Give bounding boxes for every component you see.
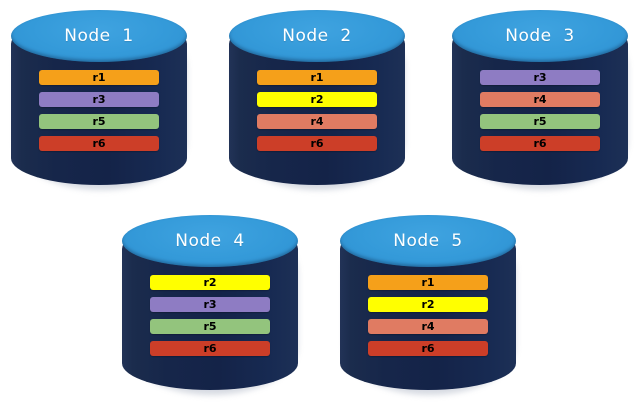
node-title-4: Node 4 [175, 231, 245, 251]
cylinder-top-ellipse [452, 10, 628, 62]
replica-bar[interactable]: r6 [39, 136, 159, 151]
node-title-2: Node 2 [282, 26, 352, 46]
database-node-cylinder[interactable]: Node 5 r1 r2 r4 r6 [340, 215, 516, 395]
replica-bar[interactable]: r4 [368, 319, 488, 334]
replica-bar[interactable]: r2 [257, 92, 377, 107]
replica-bar[interactable]: r2 [150, 275, 270, 290]
replica-list: r1 r2 r4 r6 [257, 70, 377, 151]
database-node-cylinder[interactable]: Node 4 r2 r3 r5 r6 [122, 215, 298, 395]
replica-bar[interactable]: r4 [480, 92, 600, 107]
cylinder-top-ellipse [11, 10, 187, 62]
replica-bar[interactable]: r6 [480, 136, 600, 151]
cylinder-top-ellipse [122, 215, 298, 267]
cylinder-top-ellipse [340, 215, 516, 267]
replica-bar[interactable]: r3 [480, 70, 600, 85]
replica-list: r1 r3 r5 r6 [39, 70, 159, 151]
replica-bar[interactable]: r5 [150, 319, 270, 334]
replica-bar[interactable]: r1 [368, 275, 488, 290]
replica-list: r2 r3 r5 r6 [150, 275, 270, 356]
replica-bar[interactable]: r1 [39, 70, 159, 85]
database-node-cylinder[interactable]: Node 2 r1 r2 r4 r6 [229, 10, 405, 190]
replica-bar[interactable]: r5 [39, 114, 159, 129]
replica-bar[interactable]: r1 [257, 70, 377, 85]
cylinder-top-ellipse [229, 10, 405, 62]
replica-bar[interactable]: r4 [257, 114, 377, 129]
replica-bar[interactable]: r6 [257, 136, 377, 151]
database-node-cylinder[interactable]: Node 1 r1 r3 r5 r6 [11, 10, 187, 190]
replica-bar[interactable]: r3 [150, 297, 270, 312]
replica-list: r3 r4 r5 r6 [480, 70, 600, 151]
replica-bar[interactable]: r5 [480, 114, 600, 129]
database-node-cylinder[interactable]: Node 3 r3 r4 r5 r6 [452, 10, 628, 190]
replica-bar[interactable]: r3 [39, 92, 159, 107]
node-title-1: Node 1 [64, 26, 134, 46]
replica-bar[interactable]: r2 [368, 297, 488, 312]
node-title-3: Node 3 [505, 26, 575, 46]
replica-list: r1 r2 r4 r6 [368, 275, 488, 356]
replica-bar[interactable]: r6 [368, 341, 488, 356]
replica-bar[interactable]: r6 [150, 341, 270, 356]
node-title-5: Node 5 [393, 231, 463, 251]
